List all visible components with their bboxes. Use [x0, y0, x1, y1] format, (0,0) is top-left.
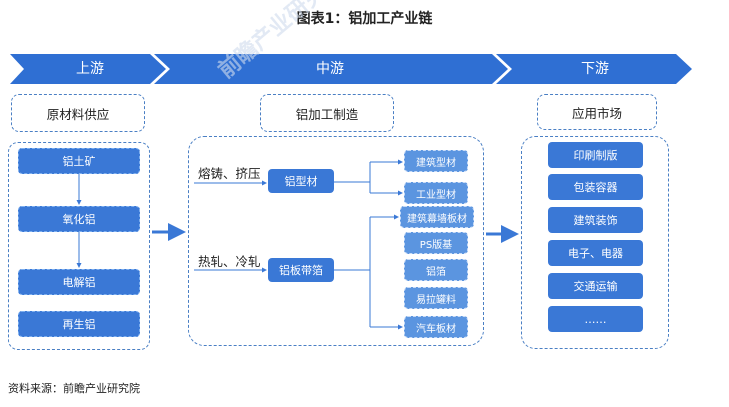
process-casting-extrusion: 熔铸、挤压: [198, 166, 261, 181]
stage-downstream-label: 下游: [581, 61, 609, 77]
stage-midstream-label: 中游: [316, 61, 344, 77]
header-raw-material: 原材料供应: [11, 94, 145, 132]
midstream-chevron: [154, 54, 508, 84]
market-transportation: 交通运输: [548, 273, 643, 299]
market-packaging-container: 包装容器: [548, 174, 643, 200]
market-electronics-appliances: 电子、电器: [548, 240, 643, 266]
product-curtain-wall-sheet: 建筑幕墙板材: [400, 206, 474, 228]
node-bauxite: 铝土矿: [18, 148, 140, 174]
market-building-decoration: 建筑装饰: [548, 207, 643, 233]
upstream-chevron: [10, 54, 166, 84]
market-printing-plate: 印刷制版: [548, 142, 643, 168]
product-can-stock: 易拉罐料: [404, 287, 468, 309]
product-industrial-profile: 工业型材: [404, 182, 468, 204]
product-aluminum-foil: 铝箔: [404, 259, 468, 281]
source-note: 资料来源：前瞻产业研究院: [8, 382, 140, 395]
node-aluminum-profile: 铝型材: [268, 169, 334, 193]
header-manufacturing: 铝加工制造: [260, 94, 394, 132]
process-hot-cold-rolling: 热轧、冷轧: [198, 254, 261, 269]
stage-banner: [10, 54, 692, 84]
node-recycled-aluminum: 再生铝: [18, 311, 140, 337]
header-application-market: 应用市场: [537, 94, 657, 130]
product-building-profile: 建筑型材: [404, 150, 468, 172]
stage-upstream-label: 上游: [76, 61, 104, 77]
node-aluminum-sheet-strip-foil: 铝板带箔: [268, 258, 334, 282]
market-more: ……: [548, 306, 643, 332]
node-electrolytic-aluminum: 电解铝: [18, 269, 140, 295]
downstream-chevron: [496, 54, 692, 84]
product-ps-plate-base: PS版基: [404, 232, 468, 254]
page-title: 图表1：铝加工产业链: [296, 11, 433, 27]
product-automotive-sheet: 汽车板材: [404, 316, 468, 338]
node-alumina: 氧化铝: [18, 206, 140, 232]
